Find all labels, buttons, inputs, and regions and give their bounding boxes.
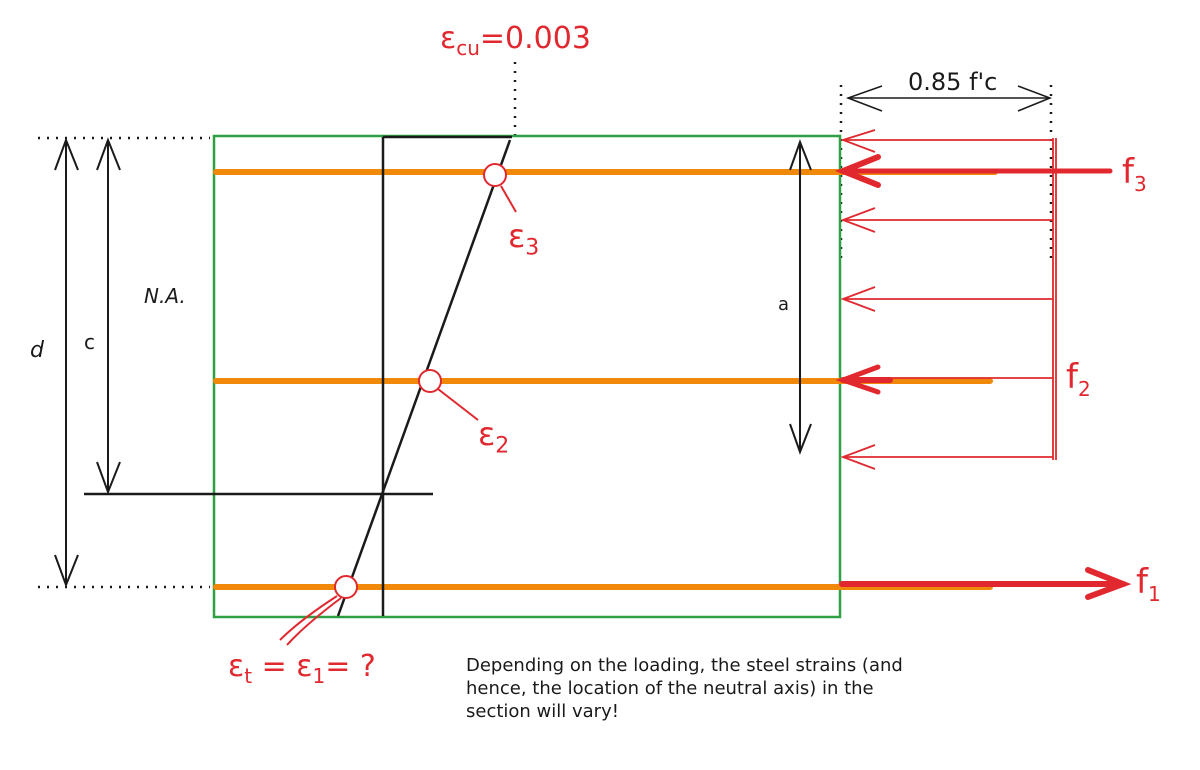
e2-label: ε2 <box>478 418 509 457</box>
e3-symbol: ε <box>508 217 526 255</box>
et-label: εt = ε1= ? <box>228 649 376 688</box>
e3-label: ε3 <box>508 220 539 259</box>
ecu-subscript: cu <box>456 36 480 60</box>
et-subscript: t <box>244 664 253 688</box>
et-symbol: ε <box>228 649 245 684</box>
strain-diagram <box>84 135 512 617</box>
e1-subscript: 1 <box>312 664 326 688</box>
f1-subscript: 1 <box>1147 581 1161 606</box>
f2-label: f2 <box>1066 360 1091 399</box>
f1-symbol: f <box>1136 562 1148 602</box>
d-label: d <box>30 338 44 363</box>
explanatory-note: Depending on the loading, the steel stra… <box>466 655 903 722</box>
ecu-symbol: ε <box>440 21 457 56</box>
et-question: = ? <box>325 649 376 684</box>
f2-subscript: 2 <box>1077 376 1091 401</box>
depth-dimensions <box>54 137 121 588</box>
strain-markers <box>279 163 517 646</box>
c-label: c <box>84 330 95 354</box>
f3-subscript: 3 <box>1133 171 1147 196</box>
concrete-section <box>212 134 842 619</box>
ecu-value: =0.003 <box>479 21 591 56</box>
ecu-label: εcu=0.003 <box>440 21 591 60</box>
f2-symbol: f <box>1066 357 1078 397</box>
f3-label: f3 <box>1122 155 1147 194</box>
a-label: a <box>778 294 790 315</box>
e2-symbol: ε <box>478 415 496 453</box>
force-arrows <box>834 154 1132 600</box>
f1-label: f1 <box>1136 565 1161 604</box>
stress-block <box>840 129 1057 470</box>
neutral-axis-label: N.A. <box>144 284 186 308</box>
e1-symbol: = ε <box>252 649 313 684</box>
stress-block-dimension <box>845 85 1053 112</box>
stress-block-depth <box>789 139 812 455</box>
f3-symbol: f <box>1122 152 1134 192</box>
e2-subscript: 2 <box>495 433 510 459</box>
e3-subscript: 3 <box>525 235 540 261</box>
stress-block-label: 0.85 f'c <box>908 68 998 96</box>
